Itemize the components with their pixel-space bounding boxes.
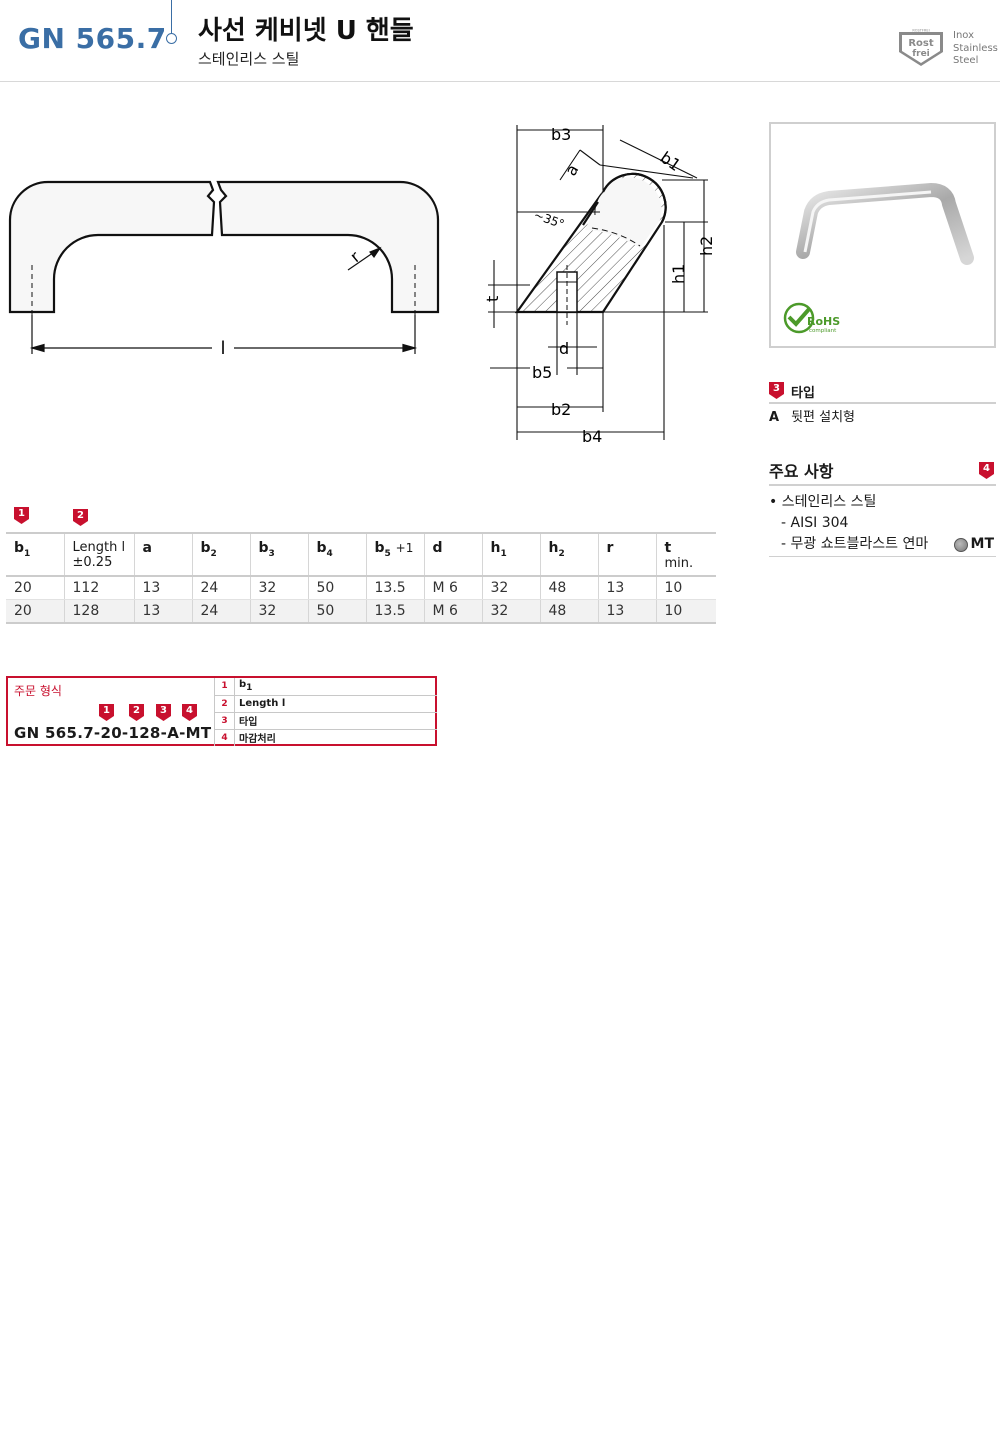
col-r: r — [598, 532, 657, 577]
col-b4: b4 — [308, 532, 367, 577]
features-title: 주요 사항 — [769, 462, 834, 481]
col-b2: b2 — [192, 532, 251, 577]
rohs-icon: RoHS compliant — [783, 302, 840, 334]
front-view — [8, 180, 440, 314]
dim-r — [347, 246, 382, 271]
order-marker-1-icon: 1 — [99, 704, 114, 721]
feature-sub-2: - 무광 쇼트블라스트 연마 — [781, 536, 929, 552]
type-item-a: A 뒷편 설치형 — [769, 406, 855, 425]
label-h1: h1 — [669, 264, 688, 284]
label-r: r — [346, 247, 364, 266]
type-code: A — [769, 410, 780, 425]
label-a: a — [561, 161, 582, 179]
product-code: GN 565.7 — [18, 22, 167, 55]
inox-line: Stainless — [953, 42, 998, 54]
features-header: 주요 사항 4 — [769, 456, 996, 486]
col-length: Length l±0.25 — [64, 532, 135, 577]
side-view — [514, 172, 667, 325]
label-b1: b1 — [657, 148, 685, 175]
label-b5: b5 — [532, 363, 552, 382]
centerlines — [31, 265, 416, 320]
marker-2-icon: 2 — [73, 509, 88, 526]
rostfrei-badge-icon: Rost frei ROSTFREI — [899, 29, 943, 66]
finish-swatch-icon — [953, 537, 968, 552]
col-b3: b3 — [250, 532, 309, 577]
label-angle: ~35° — [532, 208, 566, 232]
side-dimensions — [488, 125, 708, 440]
page-subtitle: 스테인리스 스틸 — [198, 50, 300, 68]
marker-4-icon: 4 — [979, 462, 994, 479]
order-code: GN 565.7-20-128-A-MT — [14, 724, 212, 742]
page-title: 사선 케비넷 U 핸들 — [198, 16, 414, 46]
finish-mt: MT — [953, 534, 994, 555]
spec-header-row: b1 Length l±0.25 a b2 b3 b4 b5 +1 d h1 h… — [6, 532, 716, 577]
inox-line: Steel — [953, 55, 979, 66]
badge-top-text: ROSTFREI — [912, 29, 929, 33]
inox-line: Inox — [953, 30, 975, 41]
features-list: • 스테인리스 스틸 - AISI 304 - 무광 쇼트블라스트 연마 MT — [769, 492, 996, 555]
header-divider — [171, 0, 172, 34]
col-h2: h2 — [540, 532, 599, 577]
order-marker-4-icon: 4 — [182, 704, 197, 721]
label-b2: b2 — [551, 400, 571, 419]
order-marker-3-icon: 3 — [156, 704, 171, 721]
label-b4: b4 — [582, 427, 602, 446]
label-h2: h2 — [697, 236, 716, 256]
feature-sub-1: - AISI 304 — [781, 515, 849, 531]
page-header: GN 565.7 사선 케비넷 U 핸들 스테인리스 스틸 Rost frei … — [0, 0, 1000, 82]
label-b3: b3 — [551, 125, 571, 144]
type-section-title: 타입 — [791, 386, 815, 401]
product-photo: RoHS compliant — [769, 122, 996, 348]
col-b5: b5 +1 — [366, 532, 425, 577]
order-marker-2-icon: 2 — [129, 704, 144, 721]
col-a: a — [134, 532, 193, 577]
col-h1: h1 — [482, 532, 541, 577]
header-divider-dot — [166, 33, 177, 44]
type-section-header: 3 타입 — [769, 380, 996, 404]
feature-bullet: • 스테인리스 스틸 — [769, 494, 877, 510]
badge-text-2: frei — [912, 49, 930, 59]
table-markers: 1 2 — [14, 507, 214, 527]
rohs-sub-text: compliant — [809, 328, 837, 334]
marker-3-icon: 3 — [769, 382, 784, 399]
label-l: l — [220, 338, 225, 359]
spec-table: b1 Length l±0.25 a b2 b3 b4 b5 +1 d h1 h… — [6, 532, 716, 624]
inox-label: Inox Stainless Steel — [953, 30, 998, 68]
type-label: 뒷편 설치형 — [791, 410, 855, 425]
order-label: 주문 형식 — [14, 684, 62, 698]
badge-text-1: Rost — [908, 38, 934, 49]
col-b1: b1 — [6, 532, 65, 577]
marker-1-icon: 1 — [14, 507, 29, 524]
col-d: d — [424, 532, 483, 577]
rohs-text: RoHS — [807, 315, 840, 328]
features-divider — [769, 556, 996, 557]
technical-drawing: l r — [8, 125, 716, 446]
handle-photo-image: RoHS compliant — [783, 182, 974, 334]
label-d: d — [559, 339, 569, 358]
label-t: t — [483, 296, 502, 302]
